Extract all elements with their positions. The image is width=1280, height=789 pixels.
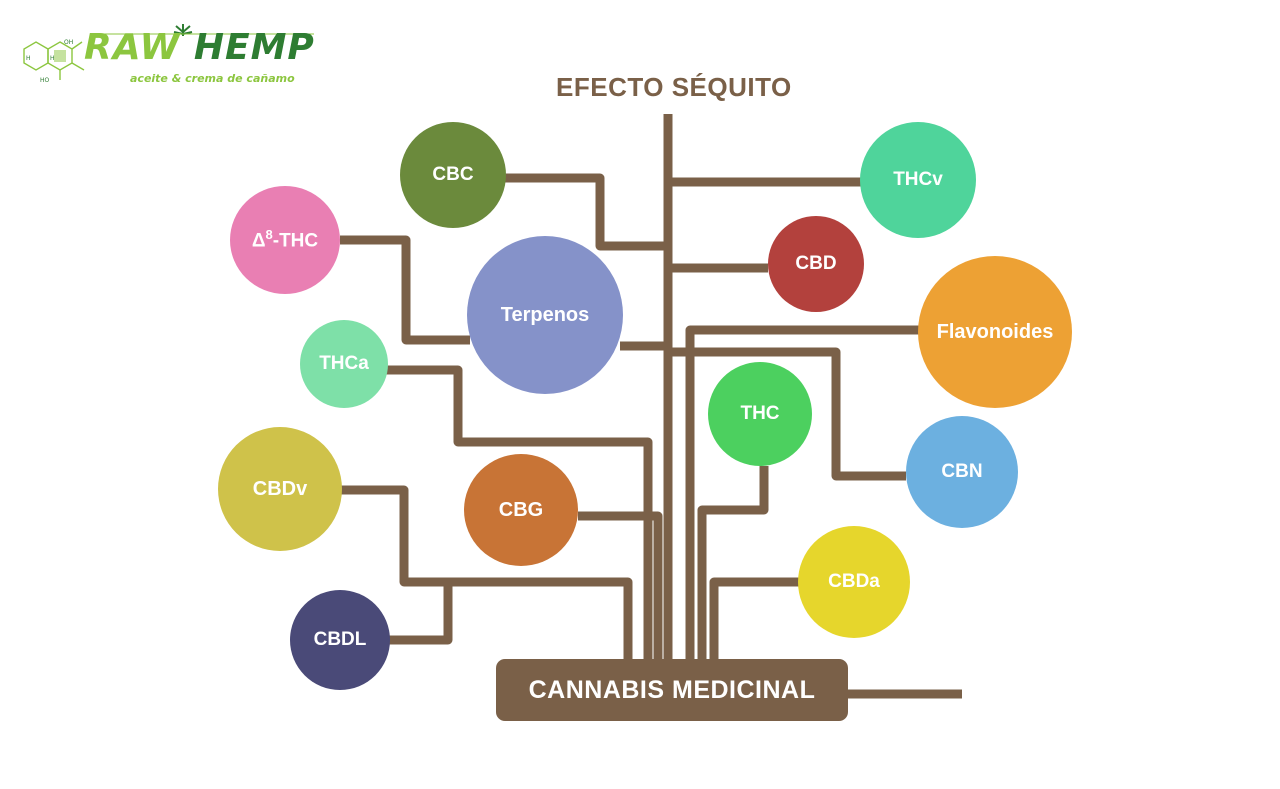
logo-line: [104, 33, 314, 35]
node-delta8-thc-label: Δ8-THC: [251, 227, 319, 252]
node-cbn: CBN: [906, 416, 1018, 528]
node-cbdl: CBDL: [290, 590, 390, 690]
brand-logo: OH H H HO: [20, 22, 314, 92]
node-cbg: CBG: [464, 454, 578, 566]
connector-cbda: [709, 577, 802, 665]
node-thcv: THCv: [860, 122, 976, 238]
leaf-icon: [173, 24, 193, 36]
node-delta8-thc: Δ8-THC: [230, 186, 340, 294]
node-cbc: CBC: [400, 122, 506, 228]
node-thca-label: THCa: [319, 353, 369, 374]
node-cbc-label: CBC: [432, 164, 474, 185]
node-terpenos: Terpenos: [467, 236, 623, 394]
connector-cbn: [668, 347, 906, 481]
node-thc-label: THC: [740, 403, 780, 424]
connector-cbdv: [340, 485, 633, 665]
node-flavonoides-label: Flavonoides: [936, 320, 1054, 343]
node-cbdv: CBDv: [218, 427, 342, 551]
connector-flavonoides: [685, 325, 920, 665]
molecule-label-h1: H: [26, 55, 31, 62]
node-thcv-label: THCv: [893, 169, 943, 190]
node-terpenos-label: Terpenos: [500, 303, 590, 326]
node-cbda-label: CBDa: [828, 571, 880, 592]
node-cbd: CBD: [768, 216, 864, 312]
brand-tagline: aceite & crema de cañamo: [130, 72, 295, 85]
base-cannabis-medicinal: CANNABIS MEDICINAL: [496, 659, 848, 721]
connector-cbc: [500, 173, 668, 251]
connector-thc: [697, 466, 769, 665]
node-flavonoides: Flavonoides: [918, 256, 1072, 408]
molecule-icon: OH H H HO: [23, 39, 85, 84]
molecule-label-oh: OH: [64, 39, 73, 46]
connector-cbdl: [386, 582, 453, 645]
node-cbdl-label: CBDL: [313, 629, 367, 650]
node-cbdv-label: CBDv: [252, 477, 308, 500]
brand-name-part1: RAW: [84, 27, 181, 68]
node-thca: THCa: [300, 320, 388, 408]
brand-name-part2: HEMP: [193, 27, 315, 68]
node-thc: THC: [708, 362, 812, 466]
connector-d8thc: [340, 235, 470, 345]
node-cbn-label: CBN: [941, 461, 983, 482]
molecule-label-h2: H: [50, 55, 55, 62]
node-cbg-label: CBG: [498, 498, 544, 521]
node-cbd-label: CBD: [795, 253, 837, 274]
brand-name: RAW HEMP: [84, 30, 315, 66]
base-label: CANNABIS MEDICINAL: [528, 675, 816, 704]
connector-cbg: [578, 511, 663, 665]
node-cbda: CBDa: [798, 526, 910, 638]
molecule-label-ho: HO: [40, 77, 50, 84]
diagram-title: EFECTO SÉQUITO: [556, 72, 792, 102]
